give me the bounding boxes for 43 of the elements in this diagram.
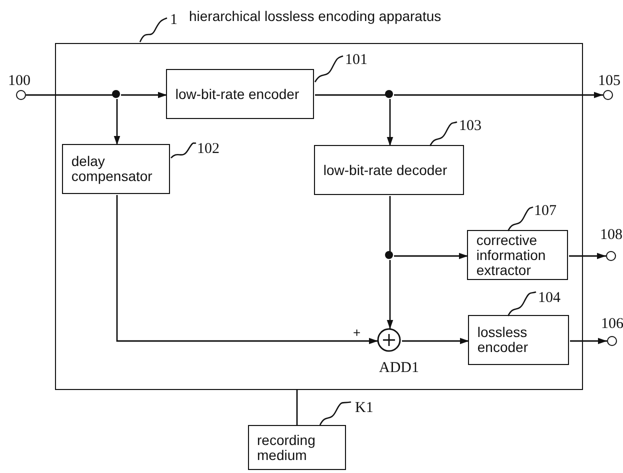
box-label: delay compensator — [71, 154, 154, 184]
reference-number: 104 — [538, 290, 560, 306]
reference-number: 100 — [8, 73, 30, 89]
box-label: corrective information extractor — [476, 232, 547, 278]
junction-dot — [385, 90, 394, 98]
box-label: lossless encoder — [477, 325, 529, 356]
arrow — [394, 92, 603, 98]
adder-symbol — [377, 328, 402, 352]
junction-dot — [112, 90, 120, 98]
reference-number: ADD1 — [379, 360, 419, 376]
arrow — [394, 252, 468, 260]
arrow — [386, 99, 394, 146]
terminal-circle — [606, 251, 616, 261]
junction-dot — [385, 251, 394, 260]
process-box — [467, 230, 568, 280]
reference-number: 108 — [600, 227, 622, 243]
reference-number: 103 — [459, 118, 482, 134]
terminal-circle — [16, 90, 26, 100]
process-box — [468, 315, 570, 366]
reference-number: 101 — [345, 52, 368, 68]
terminal-circle — [603, 90, 613, 100]
arrow — [114, 99, 120, 145]
arrow — [386, 260, 394, 329]
reference-number: 102 — [197, 141, 220, 157]
arrow — [569, 252, 606, 260]
box-label: low-bit-rate decoder — [323, 162, 448, 178]
process-box — [248, 425, 346, 470]
process-box — [62, 144, 170, 194]
box-label: recording medium — [257, 432, 316, 462]
frame-title: hierarchical lossless encoding apparatus — [189, 8, 442, 24]
reference-number: 106 — [601, 316, 623, 332]
arrow — [570, 338, 607, 344]
reference-number: K1 — [355, 400, 374, 416]
box-label: low-bit-rate encoder — [175, 86, 300, 102]
reference-number: 107 — [534, 203, 556, 219]
process-box — [314, 145, 464, 196]
process-box — [166, 69, 314, 120]
arrow — [121, 92, 167, 98]
arrow — [116, 195, 378, 344]
terminal-circle — [607, 336, 617, 346]
arrow — [402, 338, 469, 344]
reference-number: 1 — [170, 12, 178, 28]
reference-number: 105 — [598, 73, 620, 89]
